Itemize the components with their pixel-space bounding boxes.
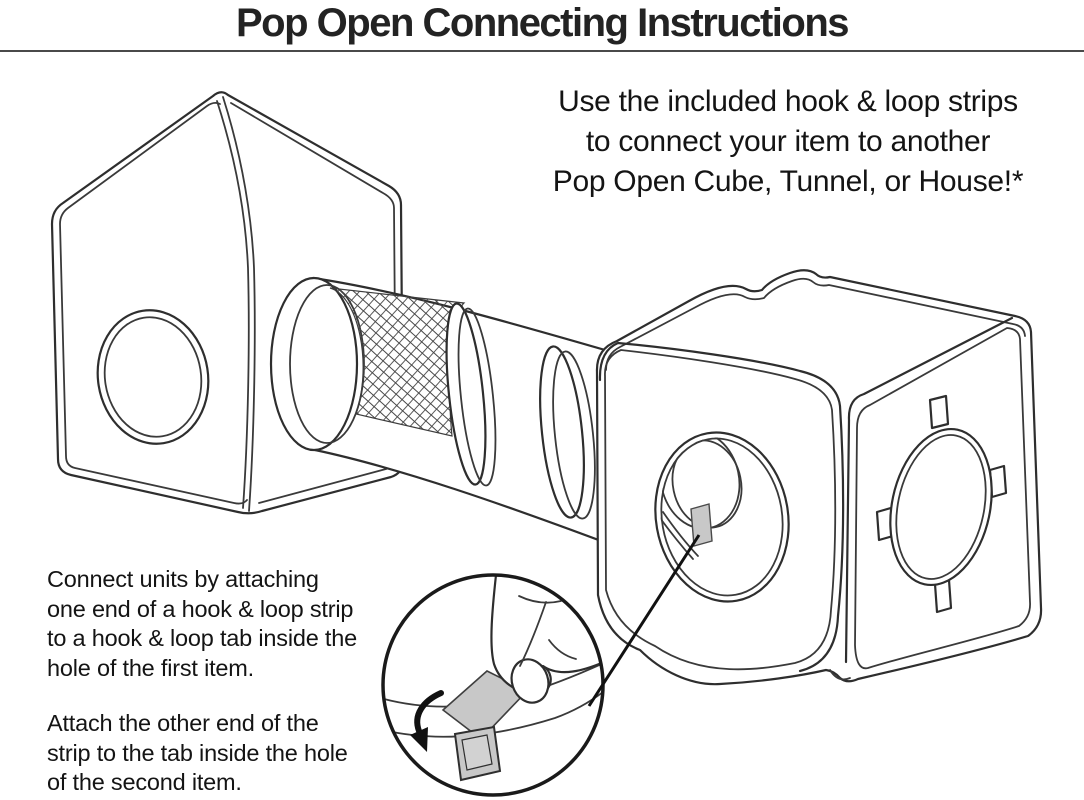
title-divider [0, 50, 1084, 52]
instruction-steps: Connect units by attaching one end of a … [47, 565, 407, 798]
cube-front-hole [654, 430, 790, 603]
cube-top-inner-line [605, 277, 1026, 371]
tunnel-figure [269, 276, 615, 548]
cube-side-hole [875, 394, 1008, 614]
side-tab-top-icon [928, 394, 950, 430]
tunnel-ring-middle [445, 302, 497, 487]
tunnel-ring-right [539, 345, 596, 520]
instruction-step-2: Attach the other end of the strip to the… [47, 710, 348, 795]
cube-right-face-inner [854, 327, 1031, 670]
cube-front-face-inner [604, 349, 837, 671]
attach-arrow-icon [410, 690, 444, 752]
house-door-hole [96, 309, 210, 445]
cube-right-face [844, 316, 1014, 664]
house-front-inner-line [59, 101, 248, 505]
intro-text: Use the included hook & loop strips to c… [552, 85, 1024, 198]
cube-front-face [598, 341, 845, 673]
hook-loop-tab-icon [690, 503, 713, 547]
house-fold-line-inner [216, 100, 250, 509]
page-title: Pop Open Connecting Instructions [236, 1, 850, 45]
magnifier-detail [381, 573, 605, 797]
pointer-line [587, 534, 701, 707]
tunnel-bottom-edge [313, 448, 614, 547]
house-fold-line [222, 96, 256, 512]
cube-bottom-fold [829, 669, 851, 681]
cube-figure [595, 269, 1043, 686]
instruction-step-1: Connect units by attaching one end of a … [47, 566, 357, 681]
magnified-tab-icon [453, 725, 502, 782]
